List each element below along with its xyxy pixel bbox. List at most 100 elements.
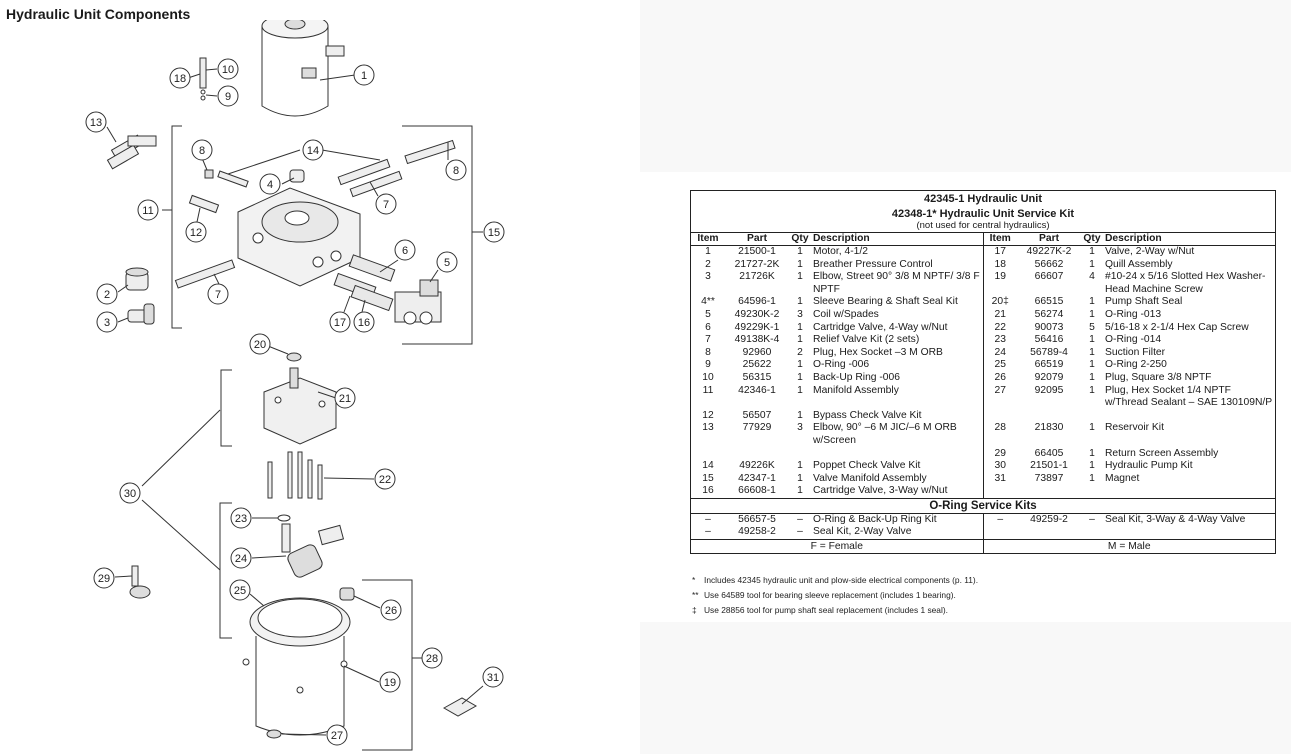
part-cell: 64596-1: [738, 296, 776, 308]
qty-cell: 1: [1089, 371, 1095, 383]
callout-circle: [334, 387, 356, 409]
callout-circle: [445, 159, 467, 181]
part-cell: [1017, 485, 1081, 498]
qty-cell: 1: [797, 371, 803, 383]
part-cell: 66515: [1034, 296, 1064, 308]
item-cell: 8: [705, 346, 711, 358]
part-cell: 49259-2: [1030, 513, 1068, 525]
callout-number: 19: [384, 677, 396, 689]
callout-circle: [379, 671, 401, 693]
manifold-part: [237, 187, 361, 287]
coil-part: [394, 279, 442, 325]
callout-number: 26: [385, 605, 397, 617]
item-cell: 24: [982, 346, 1017, 360]
callout-number: 23: [235, 513, 247, 525]
qty-cell: 1: [797, 485, 803, 497]
item-cell: [982, 526, 1017, 540]
part-cell: 21726K: [739, 271, 775, 283]
qty-cell: 1: [797, 384, 803, 396]
callout-number: 17: [334, 317, 346, 329]
callout-circle: [249, 333, 271, 355]
callout-circle: [380, 599, 402, 621]
elbow-part: [106, 134, 157, 170]
part-cell: 21727-2K: [734, 258, 780, 270]
motor-part: [261, 20, 345, 117]
breather-part: [125, 267, 149, 291]
callout-number: 16: [358, 317, 370, 329]
callout-circle: [353, 311, 375, 333]
callout-number: 21: [339, 393, 351, 405]
description-cell: Back-Up Ring -006: [813, 371, 900, 383]
callout-circle: [259, 173, 281, 195]
exploded-parts-diagram: 1234567788910111213141516171819202122232…: [85, 20, 505, 751]
col-header-item: Item: [982, 232, 1017, 246]
item-cell: 11: [702, 384, 714, 396]
footnote-mark: **: [692, 590, 699, 600]
callout-number: 15: [488, 227, 500, 239]
description-cell: [1103, 526, 1275, 539]
col-header-qty: Qty: [789, 232, 811, 246]
description-cell: O-Ring -014: [1105, 334, 1162, 346]
callout-circle: [137, 199, 159, 221]
part-cell: 56657-5: [738, 513, 776, 525]
part-cell: 66608-1: [738, 485, 776, 497]
description-cell: 5/16-18 x 2-1/4 Hex Cap Screw: [1105, 321, 1249, 333]
callout-number: 2: [104, 289, 110, 301]
callout-number: 22: [379, 474, 391, 486]
callout-circle: [483, 221, 505, 243]
item-cell: –: [705, 513, 711, 525]
qty-cell: 1: [1089, 258, 1095, 270]
part-cell: 73897: [1034, 472, 1064, 484]
qty-cell: 1: [797, 296, 803, 308]
qty-cell: 1: [797, 321, 803, 333]
pump-shaft-seal-part: [286, 352, 302, 362]
item-cell: 19: [982, 271, 1017, 297]
pump-kit-bracket: [220, 369, 232, 447]
part-cell: 66519: [1034, 359, 1064, 371]
oring-kits-list: –56657-5–O-Ring & Back-Up Ring Kit–49259…: [691, 513, 1275, 554]
description-cell: Valve, 2-Way w/Nut: [1105, 246, 1195, 257]
callout-number: 13: [90, 117, 102, 129]
part-cell: 92960: [742, 346, 772, 358]
item-cell: 25: [982, 359, 1017, 372]
col-header-part: Part: [1017, 232, 1081, 246]
description-cell: O-Ring & Back-Up Ring Kit: [813, 513, 937, 525]
part-cell: 49229K-1: [734, 321, 780, 333]
hydraulic-pump-part: [263, 367, 337, 445]
footnote: *Includes 42345 hydraulic unit and plow-…: [692, 573, 978, 588]
qty-cell: 1: [797, 409, 803, 421]
description-cell: Coil w/Spades: [813, 308, 879, 320]
description-cell: Elbow, Street 90° 3/8 M NPTF/ 3/8 F NPTF: [813, 271, 980, 295]
street-elbow-part: [127, 303, 155, 325]
footnote-text: Includes 42345 hydraulic unit and plow-s…: [704, 575, 979, 585]
item-cell: –: [705, 526, 711, 538]
qty-cell: –: [797, 513, 803, 525]
item-cell: 17: [982, 245, 1017, 259]
callout-number: 29: [98, 573, 110, 585]
description-cell: Plug, Hex Socket 1/4 NPTF w/Thread Seala…: [1105, 384, 1273, 409]
female-legend: F = Female: [691, 539, 983, 554]
callout-number: 18: [174, 73, 186, 85]
footnote-text: Use 64589 tool for bearing sleeve replac…: [704, 590, 956, 600]
description-cell: O-Ring -006: [813, 359, 870, 371]
description-cell: Cartridge Valve, 3-Way w/Nut: [813, 485, 948, 497]
callout-number: 12: [190, 227, 202, 239]
part-cell: 21500-1: [738, 246, 776, 257]
callout-number: 8: [453, 165, 459, 177]
qty-cell: –: [1089, 513, 1095, 525]
callout-circle: [374, 468, 396, 490]
background-panel-top: [640, 0, 1291, 172]
footnote-text: Use 28856 tool for pump shaft seal repla…: [704, 605, 948, 615]
qty-cell: 1: [797, 359, 803, 371]
callout-number: 8: [199, 145, 205, 157]
item-cell: 23: [982, 334, 1017, 347]
description-cell: O-Ring 2-250: [1105, 359, 1167, 371]
callout-number: 11: [142, 205, 153, 217]
callout-circle: [207, 283, 229, 305]
item-cell: 6: [705, 321, 711, 333]
page-title: Hydraulic Unit Components: [6, 6, 191, 22]
